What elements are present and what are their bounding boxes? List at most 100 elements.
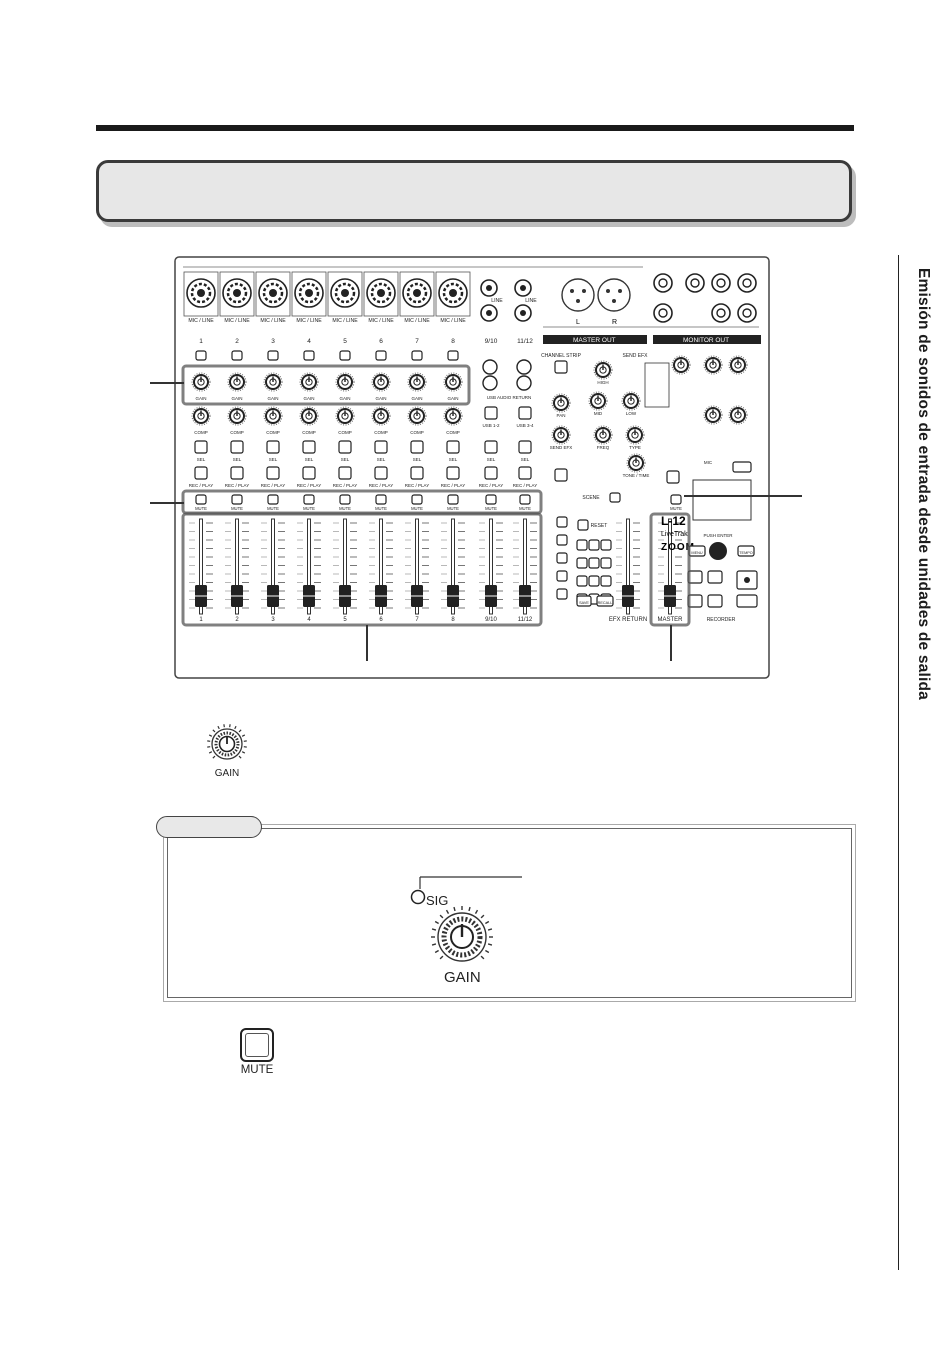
channel-number: 3	[271, 338, 275, 345]
save-button	[576, 595, 592, 607]
mute-label: MUTE	[267, 506, 279, 511]
scene-number-button	[588, 575, 600, 587]
gain-icon-label: GAIN	[214, 768, 240, 779]
gain-knob-scale	[299, 372, 319, 392]
mute-label: MUTE	[339, 506, 351, 511]
eq-label: PAN	[557, 413, 566, 418]
monitor-knob-scale	[703, 405, 723, 425]
usb-label: USB 3-4	[516, 423, 534, 428]
gain-knob-icon: GAIN	[198, 718, 262, 784]
fader-label: 5	[343, 617, 347, 623]
rec-play-label: REC / PLAY	[513, 483, 537, 488]
rec-play-button	[302, 466, 316, 480]
scene-number-button	[600, 557, 612, 569]
return-jack-icon	[482, 359, 498, 375]
gain-scale-tick	[241, 751, 246, 754]
fader-mode-button	[556, 516, 568, 528]
usb-audio-return-label: USB AUDIO RETURN	[487, 395, 532, 400]
fader-label: 6	[379, 617, 383, 623]
mute-key-icon	[240, 1028, 274, 1062]
eq-knob-scale	[626, 453, 646, 473]
rec-play-label: REC / PLAY	[297, 483, 321, 488]
master-fader-label: MASTER	[657, 617, 683, 623]
gain-label: GAIN	[231, 396, 242, 401]
comp-label: COMP	[230, 430, 244, 435]
xlr-right-label: R	[612, 319, 617, 326]
sel-button	[338, 440, 352, 454]
channel-number: 6	[379, 338, 383, 345]
transport-button	[707, 594, 723, 608]
fader-label: 1	[199, 617, 203, 623]
gain-knob-scale	[263, 372, 283, 392]
gain-scale-tick	[468, 906, 471, 912]
sel-label: SEL	[377, 457, 386, 462]
combo-jack-center	[377, 289, 385, 297]
comp-knob-scale	[443, 406, 463, 426]
gain-scale-tick	[217, 725, 220, 730]
sel-button	[518, 440, 532, 454]
eq-knob-scale	[551, 425, 571, 445]
channel-strip-button	[554, 360, 568, 374]
rec-play-label: REC / PLAY	[441, 483, 465, 488]
fader-mode-button	[556, 588, 568, 600]
line-jack-center	[486, 285, 492, 291]
line-label: LINE	[525, 298, 537, 304]
callout-master-mute	[684, 495, 802, 497]
rec-play-label: REC / PLAY	[369, 483, 393, 488]
eq-label: FREQ	[597, 445, 610, 450]
fader-label: 7	[415, 617, 419, 623]
mute-button	[411, 494, 423, 505]
fader-label: 2	[235, 617, 239, 623]
mute-button	[231, 494, 243, 505]
fader-mode-button	[556, 570, 568, 582]
section-top-rule	[96, 125, 854, 131]
mute-label: MUTE	[447, 506, 459, 511]
solo-button	[554, 468, 568, 482]
channel-number: 7	[415, 338, 419, 345]
usb-label: USB 1-2	[482, 423, 500, 428]
pad-button	[447, 350, 459, 361]
brand-sub: LiveTrak	[661, 531, 688, 538]
callout-master-fader	[670, 625, 672, 661]
eq-knob-scale	[551, 393, 571, 413]
phone-jack-center	[658, 278, 668, 288]
usb-button	[518, 406, 532, 420]
combo-jack-center	[269, 289, 277, 297]
monitor-knob-scale	[728, 405, 748, 425]
rec-play-button	[230, 466, 244, 480]
line-jack-center	[520, 285, 526, 291]
return-jack-icon	[482, 375, 498, 391]
input-label: MIC / LINE	[224, 318, 250, 324]
master-out-label: MASTER OUT	[573, 337, 616, 344]
xlr-left-label: L	[576, 319, 580, 326]
side-tab	[898, 255, 950, 1270]
gain-knob-scale	[227, 372, 247, 392]
combo-jack-center	[341, 289, 349, 297]
scene-number-button	[600, 539, 612, 551]
channel-number: 9/10	[485, 338, 498, 345]
rec-play-button	[484, 466, 498, 480]
rec-play-button	[374, 466, 388, 480]
gain-scale-tick	[485, 920, 490, 925]
gain-scale-tick	[487, 943, 493, 946]
record-dot-icon	[744, 577, 750, 583]
input-label: MIC / LINE	[260, 318, 286, 324]
mute-button	[447, 494, 459, 505]
note-box	[163, 824, 856, 1002]
efx-list-box	[644, 362, 670, 408]
phone-jack-center	[716, 278, 726, 288]
gain-scale-tick	[453, 906, 456, 912]
gain-knob-scale	[407, 372, 427, 392]
eq-label: HIGH	[597, 380, 608, 385]
gain-label: GAIN	[267, 396, 278, 401]
gain-scale-tick	[480, 914, 485, 919]
rec-play-button	[266, 466, 280, 480]
gain-scale-tick	[238, 729, 242, 733]
rec-play-label: REC / PLAY	[225, 483, 249, 488]
combo-jack-center	[305, 289, 313, 297]
fader-track	[271, 518, 275, 615]
input-label: MIC / LINE	[368, 318, 394, 324]
mute-button	[375, 494, 387, 505]
scene-number-button	[588, 539, 600, 551]
sel-button	[374, 440, 388, 454]
